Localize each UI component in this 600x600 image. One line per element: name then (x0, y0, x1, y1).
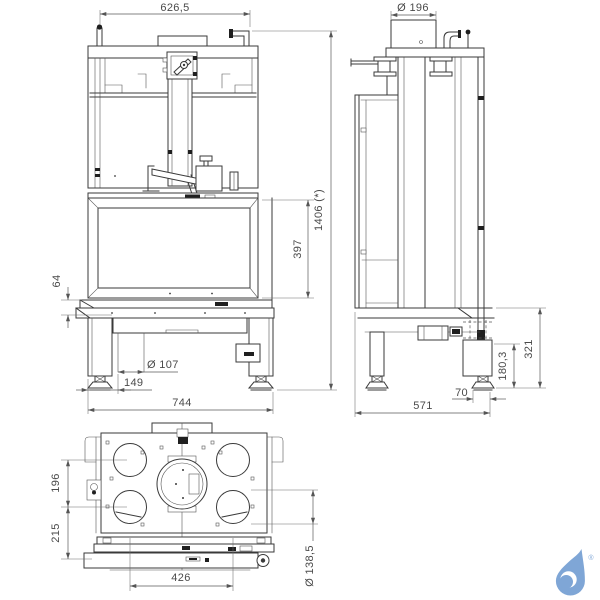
mount-bracket-front (373, 56, 397, 77)
top-view: 196 215 426 Ø 138,5 (50, 422, 318, 591)
dim-overall-depth: 571 (354, 312, 491, 417)
dim-duct-span: 426 (129, 538, 234, 591)
dim-pedestal-inner-height: 180,3 (494, 343, 546, 389)
dim-label-overall-width: 744 (172, 397, 191, 409)
dim-label-overall-height: 1406 (*) (313, 189, 325, 231)
convection-duct-holes (113, 443, 250, 524)
dim-label-flue-diameter: Ø 196 (397, 2, 429, 14)
side-top-assembly (350, 19, 485, 77)
dim-label-glass-height: 397 (292, 239, 304, 258)
dim-label-duct-offset: 149 (124, 377, 143, 389)
dim-label-duct-row-spacing: 196 (50, 473, 62, 492)
dim-label-rear-foot-inset: 70 (455, 387, 468, 399)
floor-duct-lines (117, 332, 145, 373)
dim-top-connections-width: 626,5 (99, 2, 251, 27)
dim-rear-foot-inset: 70 (452, 387, 506, 403)
dim-label-front-row-offset: 215 (50, 523, 62, 542)
side-body (354, 56, 485, 343)
dim-label-hearth-height: 64 (51, 275, 63, 288)
registered-trademark-symbol: ® (588, 554, 594, 562)
air-control-lever (142, 155, 239, 195)
dim-label-top-width: 626,5 (160, 2, 189, 14)
dim-floor-duct-diameter: Ø 107 (118, 359, 179, 375)
side-rear-leg (462, 339, 495, 391)
dim-floor-duct-offset: 149 (76, 374, 152, 414)
dim-label-pedestal-inner-height: 180,3 (497, 351, 509, 380)
dim-front-row-offset: 215 (50, 506, 92, 560)
logo-dot (559, 575, 573, 589)
front-left-leg (87, 317, 113, 377)
dim-pedestal-height: 321 (496, 307, 546, 388)
adjustable-foot-front-right (247, 375, 275, 391)
mount-bracket-rear (429, 56, 453, 77)
dim-overall-width: 744 (88, 392, 274, 414)
dim-duct-row-spacing: 196 (50, 459, 127, 508)
top-body (84, 422, 284, 571)
side-base (354, 307, 495, 374)
front-door-frame (83, 532, 275, 571)
front-view: 626,5 1406 (*) 397 64 Ø 107 (51, 2, 337, 414)
brand-logo: ® (555, 549, 594, 596)
side-view: Ø 196 571 70 180,3 321 (350, 2, 546, 417)
dim-label-duct-span: 426 (171, 572, 190, 584)
flue-outlet (156, 455, 208, 513)
front-right-leg (235, 317, 274, 377)
dim-hearth-height: 64 (51, 275, 112, 328)
base-assembly (75, 299, 275, 334)
dim-overall-height: 1406 (*) (252, 30, 337, 391)
damper-mechanism (162, 51, 198, 80)
adjustable-foot-front-left (86, 375, 114, 391)
dim-glass-height: 397 (262, 199, 314, 299)
firebox-glass (87, 197, 273, 301)
dim-label-duct-diameter-top: Ø 138,5 (304, 545, 316, 587)
screw-markers (105, 440, 255, 527)
dim-label-duct-diameter: Ø 107 (147, 359, 179, 371)
side-front-leg (365, 331, 389, 391)
dim-flue-diameter: Ø 196 (390, 2, 437, 19)
dim-label-overall-depth: 571 (413, 400, 432, 412)
dim-duct-diameter-top: Ø 138,5 (251, 489, 318, 587)
dim-label-pedestal-height: 321 (523, 339, 535, 358)
